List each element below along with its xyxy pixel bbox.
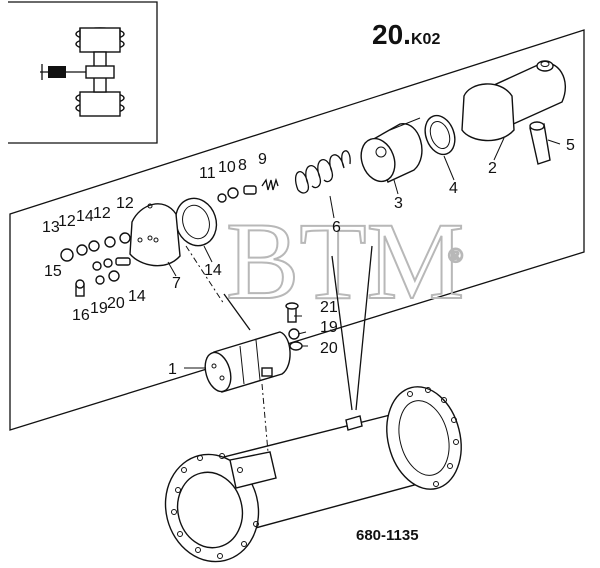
part-13-washer — [227, 187, 239, 199]
drawing-number: 680-1135 — [356, 527, 419, 544]
callout-20b: 20 — [320, 340, 338, 357]
callout-16: 14 — [128, 288, 146, 305]
callout-7: 7 — [172, 275, 181, 292]
part-20-washer-lower — [289, 341, 303, 351]
callouts: 5 2 4 3 6 9 8 10 11 12 12 14 12 13 15 14… — [42, 137, 575, 378]
callout-20a: 20 — [107, 295, 125, 312]
svg-text:BTM: BTM — [226, 200, 464, 322]
part-2-housing — [461, 60, 567, 142]
callout-6: 6 — [332, 219, 341, 236]
page-title: 20. K02 — [372, 19, 440, 50]
flange-bolt-holes — [171, 387, 459, 559]
callout-19b: 19 — [320, 319, 338, 336]
callout-11: 11 — [199, 165, 216, 182]
callout-3: 3 — [394, 195, 403, 212]
svg-text:®: ® — [448, 245, 463, 267]
callout-8: 8 — [238, 157, 247, 174]
fittings-middle-row — [92, 257, 131, 271]
page-number: 20. — [372, 19, 411, 50]
part-3-piston — [360, 117, 423, 183]
watermark: BTM ® — [225, 199, 465, 323]
callout-12a: 12 — [58, 213, 76, 230]
part-11-nut — [217, 193, 227, 203]
callout-1: 1 — [168, 361, 177, 378]
callout-10: 12 — [116, 195, 134, 212]
part-8-valve — [243, 185, 257, 195]
part-9-small-spring — [261, 177, 279, 191]
location-inset — [8, 1, 158, 144]
callout-13: 10 — [218, 159, 236, 176]
callout-9: 9 — [258, 151, 267, 168]
callout-12b: 12 — [93, 205, 111, 222]
callout-19a: 19 — [90, 300, 108, 317]
part-4-seal-ring — [424, 114, 456, 156]
part-1-cylinder-assembly — [204, 331, 291, 393]
chassis-thumbnail — [40, 27, 125, 117]
leader-lines — [167, 137, 561, 369]
callout-2: 2 — [488, 160, 497, 177]
callout-21: 21 — [320, 299, 338, 316]
page-suffix: K02 — [411, 31, 440, 48]
callout-4: 4 — [449, 180, 458, 197]
callout-15: 14 — [204, 262, 222, 279]
part-7-cover — [129, 203, 181, 267]
part-21-bolt — [285, 302, 299, 323]
part-6-spring — [294, 150, 351, 194]
callout-14b: 14 — [76, 208, 94, 225]
callout-14a: 13 — [42, 219, 60, 236]
part-5-pin — [529, 121, 551, 165]
callout-18: 16 — [72, 307, 90, 324]
assembly-lines — [185, 245, 373, 453]
axle-housing-tube — [164, 386, 462, 563]
fittings-lower-row — [75, 270, 120, 297]
assembly-panel — [9, 29, 585, 431]
fittings-upper-row — [60, 232, 131, 262]
callout-17: 15 — [44, 263, 62, 280]
callout-5: 5 — [566, 137, 575, 154]
part-19-washer-lower — [288, 328, 300, 340]
